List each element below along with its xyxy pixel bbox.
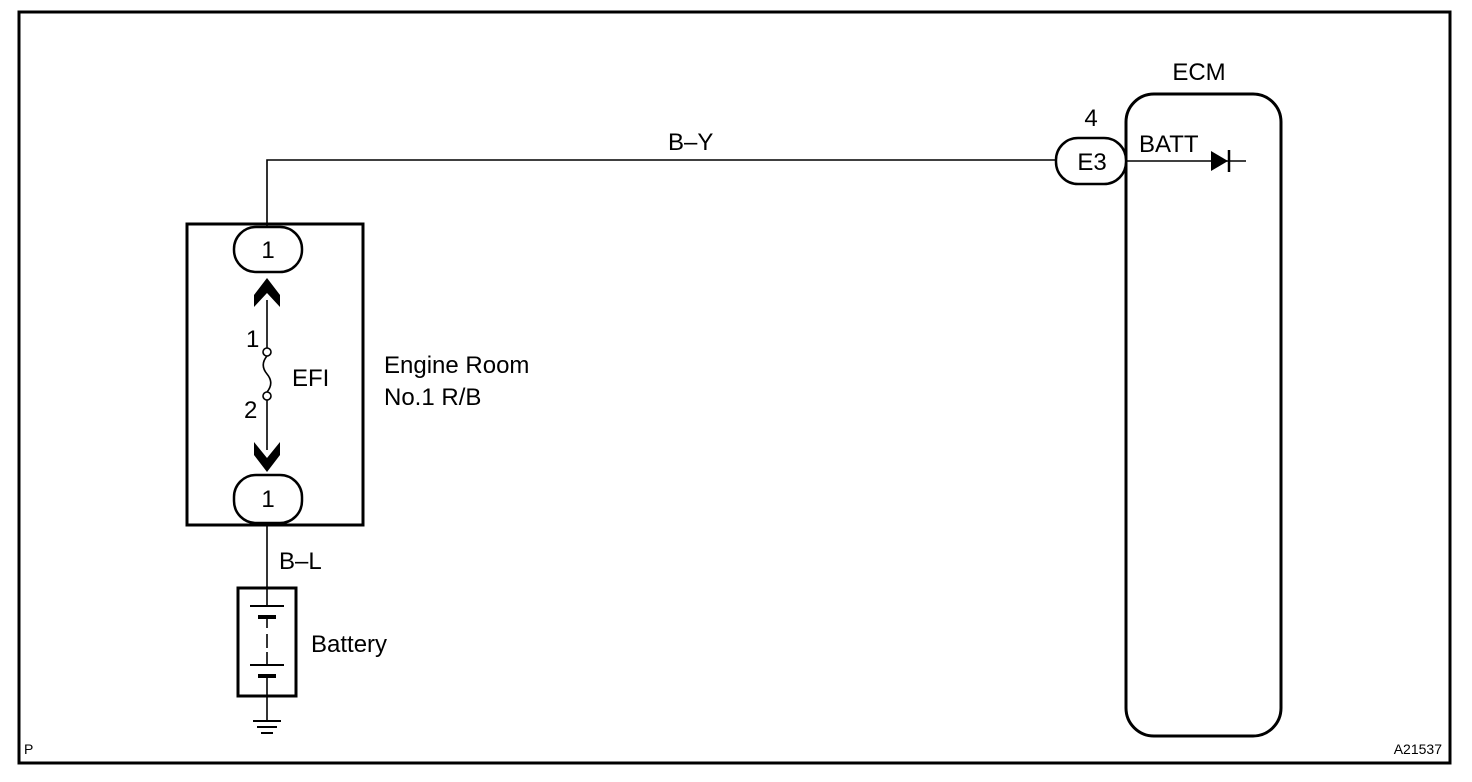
wire-b-y xyxy=(266,159,1056,226)
battery-icon xyxy=(250,588,284,696)
fuse-terminal-top xyxy=(262,347,272,357)
relay-block-connector-bottom-label: 1 xyxy=(261,486,274,513)
diagram-frame xyxy=(17,10,1452,765)
fuse-name-label: EFI xyxy=(292,365,329,392)
ecm-connector-label: E3 xyxy=(1077,149,1106,176)
ground-icon xyxy=(253,696,281,734)
fuse-pin-bottom-label: 2 xyxy=(244,397,257,424)
relay-block-box xyxy=(185,222,365,527)
wire-b-y-label: B–Y xyxy=(668,129,713,156)
figure-id: A21537 xyxy=(1394,741,1442,757)
ecm-title: ECM xyxy=(1172,59,1225,86)
fuse-terminal-bottom xyxy=(262,391,272,401)
relay-block-name-line2: No.1 R/B xyxy=(384,384,481,411)
fuse-element xyxy=(262,355,272,393)
chevron-up-icon xyxy=(254,278,280,307)
corner-left-label: P xyxy=(24,741,33,757)
wire-b-l-label: B–L xyxy=(279,548,322,575)
ecm-box xyxy=(1124,92,1283,738)
diode-icon xyxy=(1211,150,1231,172)
ecm-pin-label: 4 xyxy=(1084,105,1097,132)
relay-block-name-line1: Engine Room xyxy=(384,352,529,379)
relay-block-connector-bottom xyxy=(232,473,304,525)
ecm-terminal-label: BATT xyxy=(1139,131,1199,158)
battery-label: Battery xyxy=(311,631,387,658)
chevron-down-icon xyxy=(254,442,280,472)
fuse-pin-top-label: 1 xyxy=(246,326,259,353)
relay-block-connector-top xyxy=(232,225,304,274)
relay-block-connector-top-label: 1 xyxy=(261,237,274,264)
